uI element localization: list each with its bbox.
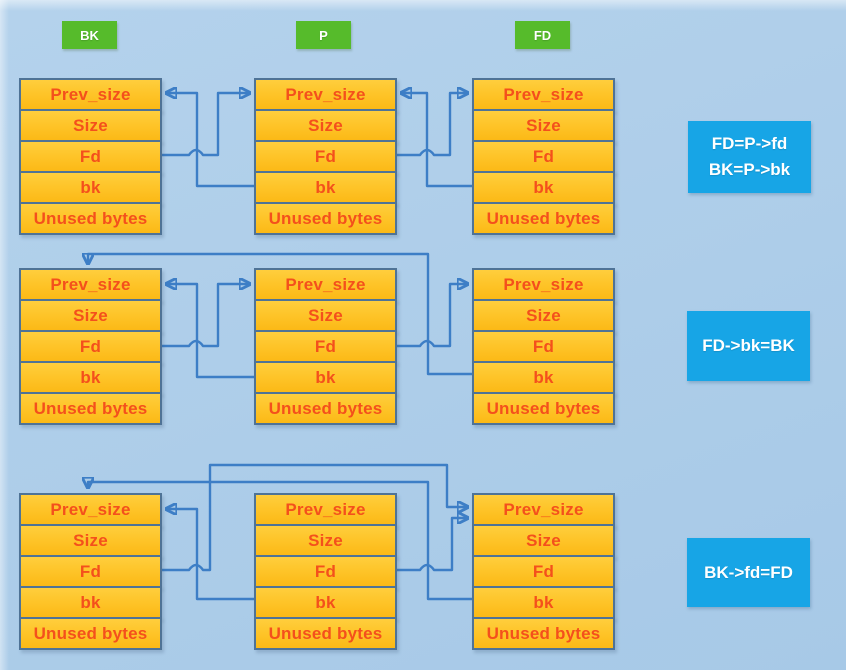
cell-bk: bk	[254, 586, 397, 619]
cell-fd: Fd	[19, 555, 162, 588]
arrow-r3-pfd-to-fd-prev	[397, 518, 468, 572]
cell-bk: bk	[472, 171, 615, 204]
cell-prev-size: Prev_size	[472, 493, 615, 526]
arrow-r1-pbk-to-bk-prev	[166, 93, 254, 188]
annotation-line: FD=P->fd	[711, 134, 788, 153]
annotation-line: BK=P->bk	[708, 160, 791, 179]
cell-bk: bk	[472, 586, 615, 619]
arrow-r3-bkfd-to-fd-prev	[162, 463, 468, 572]
pointer-label-bk: BK	[62, 21, 117, 49]
arrow-r3-fdbk-to-bk-prev	[88, 482, 472, 601]
annotation-line: FD->bk=BK	[702, 336, 795, 355]
annotation-step2: FD->bk=BK	[687, 311, 810, 381]
arrow-r2-pbk-to-bk-prev	[166, 284, 254, 379]
chunk-row2-bk: Prev_size Size Fd bk Unused bytes	[19, 268, 162, 425]
annotation-step1: FD=P->fd BK=P->bk	[688, 121, 811, 193]
cell-fd: Fd	[254, 330, 397, 363]
cell-bk: bk	[19, 361, 162, 394]
cell-unused-bytes: Unused bytes	[19, 392, 162, 425]
arrow-r2-fdbk-to-bk-prev	[88, 252, 472, 376]
cell-bk: bk	[254, 361, 397, 394]
chunk-row1-bk: Prev_size Size Fd bk Unused bytes	[19, 78, 162, 235]
cell-size: Size	[19, 524, 162, 557]
cell-size: Size	[254, 299, 397, 332]
cell-prev-size: Prev_size	[19, 78, 162, 111]
pointer-label-p: P	[296, 21, 351, 49]
annotation-step3: BK->fd=FD	[687, 538, 810, 607]
cell-prev-size: Prev_size	[254, 78, 397, 111]
cell-fd: Fd	[472, 330, 615, 363]
cell-size: Size	[472, 524, 615, 557]
cell-fd: Fd	[254, 555, 397, 588]
arrow-r1-fdbk-to-p-prev	[401, 93, 472, 188]
cell-size: Size	[472, 299, 615, 332]
chunk-row1-fd: Prev_size Size Fd bk Unused bytes	[472, 78, 615, 235]
cell-prev-size: Prev_size	[472, 268, 615, 301]
cell-prev-size: Prev_size	[19, 268, 162, 301]
cell-bk: bk	[19, 586, 162, 619]
arrow-r2-pfd-to-fd-prev	[397, 284, 468, 348]
chunk-row2-p: Prev_size Size Fd bk Unused bytes	[254, 268, 397, 425]
arrow-r1-pfd-to-fd-prev	[397, 93, 468, 157]
cell-size: Size	[254, 109, 397, 142]
cell-unused-bytes: Unused bytes	[254, 617, 397, 650]
chunk-row3-fd: Prev_size Size Fd bk Unused bytes	[472, 493, 615, 650]
cell-size: Size	[19, 109, 162, 142]
cell-fd: Fd	[19, 330, 162, 363]
arrow-r2-bkfd-to-p-prev	[162, 284, 250, 348]
arrow-r3-pbk-to-bk-prev	[166, 509, 254, 601]
cell-prev-size: Prev_size	[472, 78, 615, 111]
cell-unused-bytes: Unused bytes	[19, 617, 162, 650]
chunk-row3-bk: Prev_size Size Fd bk Unused bytes	[19, 493, 162, 650]
cell-prev-size: Prev_size	[254, 268, 397, 301]
cell-bk: bk	[472, 361, 615, 394]
arrow-r1-bkfd-to-p-prev	[162, 93, 250, 157]
cell-bk: bk	[19, 171, 162, 204]
cell-unused-bytes: Unused bytes	[254, 202, 397, 235]
cell-unused-bytes: Unused bytes	[472, 392, 615, 425]
cell-unused-bytes: Unused bytes	[19, 202, 162, 235]
cell-fd: Fd	[472, 555, 615, 588]
cell-unused-bytes: Unused bytes	[472, 617, 615, 650]
cell-fd: Fd	[254, 140, 397, 173]
cell-unused-bytes: Unused bytes	[254, 392, 397, 425]
cell-size: Size	[472, 109, 615, 142]
cell-size: Size	[19, 299, 162, 332]
cell-fd: Fd	[19, 140, 162, 173]
chunk-row2-fd: Prev_size Size Fd bk Unused bytes	[472, 268, 615, 425]
cell-prev-size: Prev_size	[19, 493, 162, 526]
cell-prev-size: Prev_size	[254, 493, 397, 526]
cell-size: Size	[254, 524, 397, 557]
cell-fd: Fd	[472, 140, 615, 173]
annotation-line: BK->fd=FD	[704, 562, 793, 582]
pointer-label-fd: FD	[515, 21, 570, 49]
chunk-row1-p: Prev_size Size Fd bk Unused bytes	[254, 78, 397, 235]
chunk-row3-p: Prev_size Size Fd bk Unused bytes	[254, 493, 397, 650]
cell-bk: bk	[254, 171, 397, 204]
cell-unused-bytes: Unused bytes	[472, 202, 615, 235]
